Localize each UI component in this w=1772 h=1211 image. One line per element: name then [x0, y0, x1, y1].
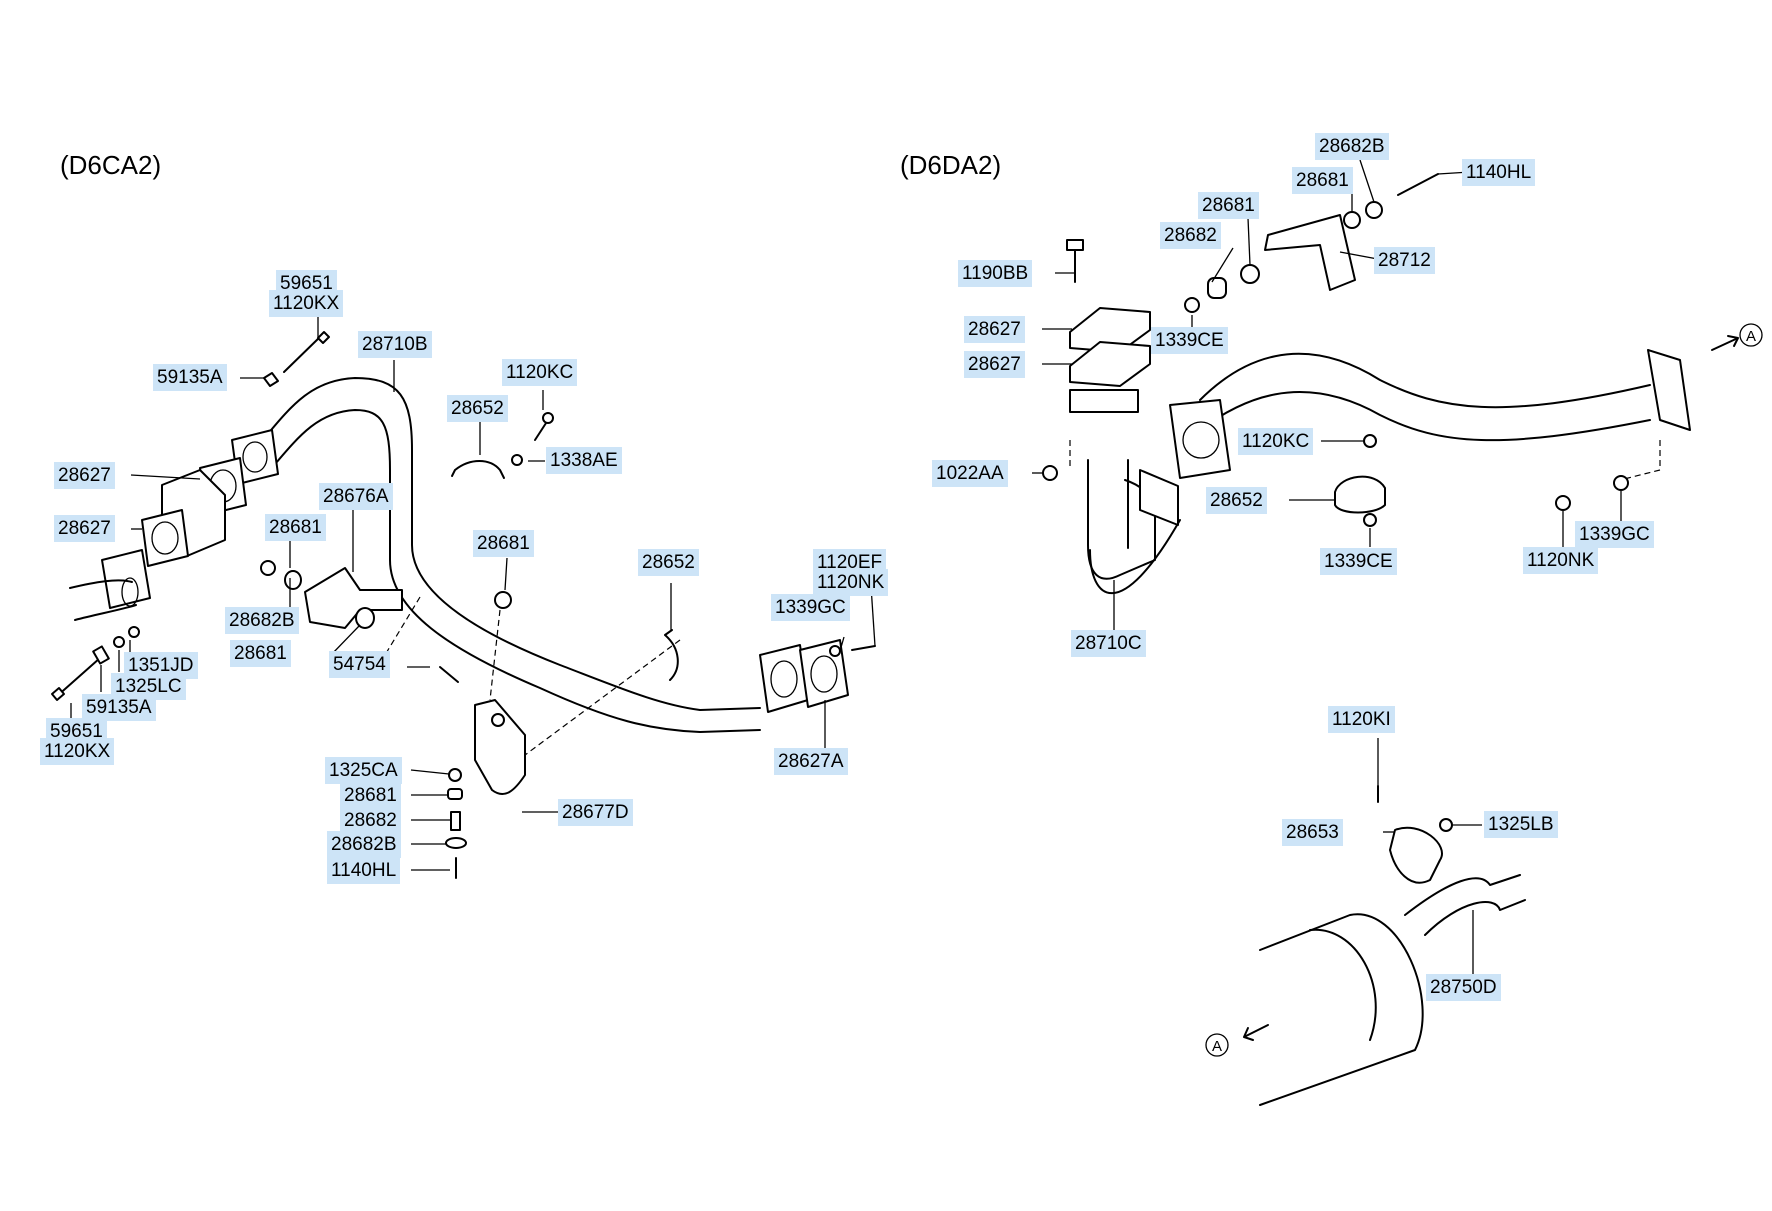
- gaskets-28627-drawing: [1066, 239, 1151, 387]
- part-label-28682b-a[interactable]: 28682B: [225, 607, 299, 634]
- part-label-28676a[interactable]: 28676A: [319, 483, 393, 510]
- part-label-1120nk-left[interactable]: 1120NK: [813, 569, 889, 596]
- part-label-1120kx-bottom[interactable]: 1120KX: [40, 738, 115, 765]
- part-label-1339ce-right-b[interactable]: 1339CE: [1320, 548, 1397, 575]
- part-label-28652-right[interactable]: 28652: [1206, 487, 1267, 514]
- ref-marker-a-bottom: A: [1205, 1033, 1229, 1057]
- bracket-28676a-drawing: [260, 560, 403, 629]
- part-label-59135a-bottom[interactable]: 59135A: [82, 694, 156, 721]
- leader-lines-right: [1032, 159, 1622, 974]
- part-label-1022aa[interactable]: 1022AA: [932, 460, 1008, 487]
- front-pipe-drawing: [69, 549, 151, 621]
- part-label-28710b[interactable]: 28710B: [358, 331, 432, 358]
- bolts-and-nuts-left-drawing: [51, 331, 330, 701]
- part-label-1140hl-right[interactable]: 1140HL: [1462, 159, 1536, 186]
- part-label-1190bb[interactable]: 1190BB: [958, 260, 1033, 287]
- part-label-1339ce-right-a[interactable]: 1339CE: [1151, 327, 1228, 354]
- part-label-1120kc[interactable]: 1120KC: [502, 359, 578, 386]
- section-title-d6ca2: (D6CA2): [60, 150, 162, 180]
- part-label-28652-top[interactable]: 28652: [447, 395, 508, 422]
- clamps-left-drawing: [451, 412, 679, 681]
- part-label-28681-d[interactable]: 28681: [340, 782, 401, 809]
- part-label-28627-b[interactable]: 28627: [54, 515, 115, 542]
- part-label-28681-b[interactable]: 28681: [230, 640, 291, 667]
- part-label-28682-right[interactable]: 28682: [1160, 222, 1221, 249]
- part-label-28627-right-b[interactable]: 28627: [964, 351, 1025, 378]
- part-label-1325lb[interactable]: 1325LB: [1484, 811, 1558, 838]
- part-label-1120ki[interactable]: 1120KI: [1328, 706, 1395, 733]
- part-label-28710c[interactable]: 28710C: [1071, 630, 1146, 657]
- part-label-28682b-right[interactable]: 28682B: [1315, 133, 1389, 160]
- part-label-1120kc-right[interactable]: 1120KC: [1238, 428, 1314, 455]
- part-label-1339gc-left[interactable]: 1339GC: [771, 594, 850, 621]
- flange-gasket-drawing: [141, 429, 279, 567]
- part-label-59135a-top[interactable]: 59135A: [153, 364, 227, 391]
- part-label-1325ca[interactable]: 1325CA: [325, 757, 402, 784]
- ref-marker-a-bottom-text: A: [1212, 1038, 1222, 1055]
- section-title-d6da2: (D6DA2): [900, 150, 1002, 180]
- muffler-28750d-drawing: [1259, 785, 1526, 1106]
- leader-lines-left: [70, 305, 876, 871]
- exhaust-pipe-28710c-drawing: [1069, 389, 1181, 594]
- part-label-28750d[interactable]: 28750D: [1426, 974, 1501, 1001]
- part-label-28677d[interactable]: 28677D: [558, 799, 633, 826]
- part-label-28627-right-a[interactable]: 28627: [964, 316, 1025, 343]
- ref-marker-a-top-text: A: [1746, 328, 1756, 345]
- front-pipe-right-drawing: [1069, 349, 1691, 481]
- part-label-28681-right-a[interactable]: 28681: [1292, 167, 1353, 194]
- rear-flange-28627a-drawing: [759, 639, 876, 713]
- hardware-right-drawing: [1042, 173, 1629, 527]
- part-label-28682b-b[interactable]: 28682B: [327, 831, 401, 858]
- exhaust-pipe-28710b-drawing: [249, 377, 761, 733]
- part-label-28682-left[interactable]: 28682: [340, 807, 401, 834]
- part-label-1120kx-top[interactable]: 1120KX: [269, 290, 344, 317]
- part-label-1338ae[interactable]: 1338AE: [546, 447, 622, 474]
- part-label-28627-a[interactable]: 28627: [54, 462, 115, 489]
- arrows-drawing: [1243, 335, 1739, 1041]
- ref-marker-a-top: A: [1739, 323, 1763, 347]
- part-label-28681-a[interactable]: 28681: [265, 514, 326, 541]
- part-label-28681-c[interactable]: 28681: [473, 530, 534, 557]
- part-label-28627a[interactable]: 28627A: [774, 748, 848, 775]
- hanger-28677d-drawing: [384, 591, 681, 879]
- part-label-54754[interactable]: 54754: [329, 651, 390, 678]
- part-label-1339gc-right[interactable]: 1339GC: [1575, 521, 1654, 548]
- part-label-28681-right-b[interactable]: 28681: [1198, 192, 1259, 219]
- part-label-1120nk-right[interactable]: 1120NK: [1523, 547, 1599, 574]
- part-label-28652-mid[interactable]: 28652: [638, 549, 699, 576]
- part-label-28712[interactable]: 28712: [1374, 247, 1435, 274]
- part-label-28653[interactable]: 28653: [1282, 819, 1343, 846]
- part-label-1140hl-left[interactable]: 1140HL: [327, 857, 401, 884]
